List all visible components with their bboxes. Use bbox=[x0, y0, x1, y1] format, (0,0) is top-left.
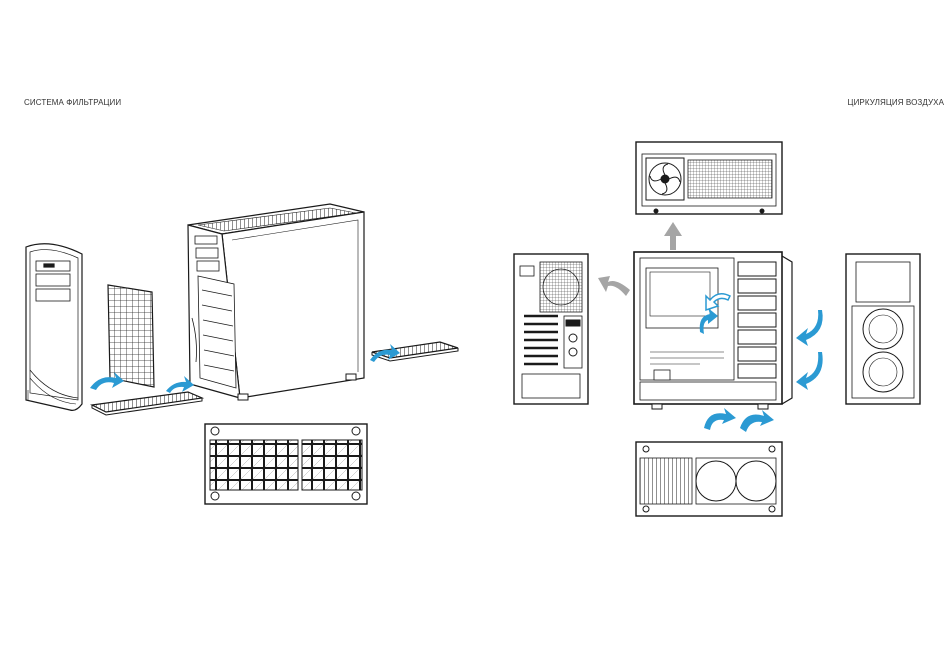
top-panel-view bbox=[636, 142, 782, 214]
bottom-filter-detail bbox=[205, 424, 367, 504]
rear-case-view bbox=[514, 254, 588, 404]
front-case-view bbox=[846, 254, 920, 404]
bottom-case-view bbox=[636, 442, 782, 516]
bottom-dust-filter bbox=[92, 392, 202, 415]
side-case-view bbox=[634, 252, 792, 409]
front-dust-filter bbox=[108, 285, 154, 387]
front-bezel-panel bbox=[26, 244, 82, 411]
pc-case-isometric bbox=[188, 204, 364, 400]
